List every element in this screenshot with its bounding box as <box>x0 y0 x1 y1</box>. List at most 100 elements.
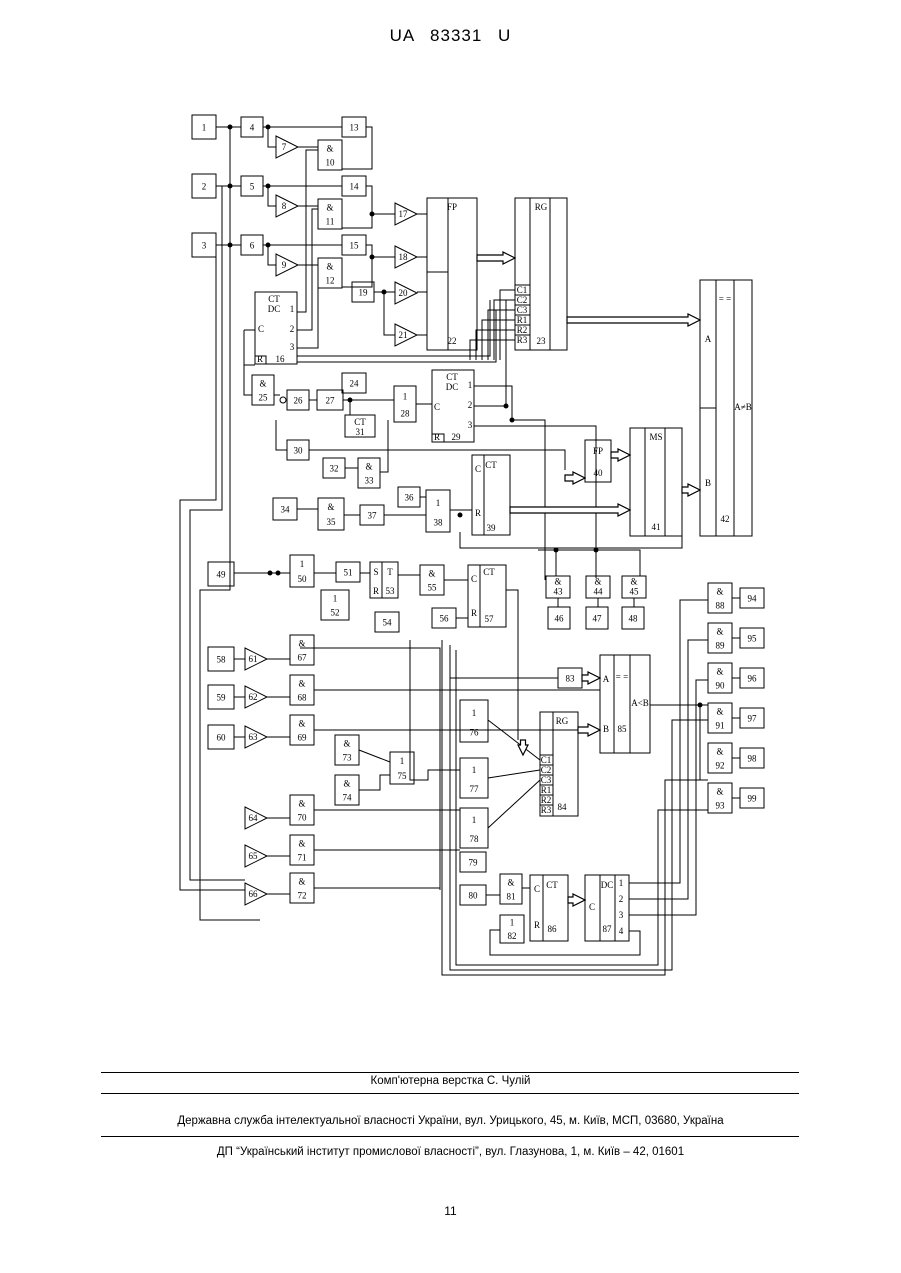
label-b36: 36 <box>405 493 415 503</box>
wire <box>488 770 540 778</box>
label-b54: 54 <box>383 618 393 628</box>
wire <box>190 186 245 880</box>
label-cmp42_a: A <box>705 334 712 344</box>
label-b95: 95 <box>748 634 758 644</box>
label-a90_op: & <box>716 666 723 676</box>
label-rg84_r1: R1 <box>541 785 552 795</box>
wire <box>629 680 708 915</box>
wire <box>488 780 540 828</box>
junction-dot <box>554 548 558 552</box>
label-b34: 34 <box>281 505 291 515</box>
label-a72: 72 <box>298 891 307 901</box>
label-a55_op: & <box>428 568 435 578</box>
junction-dot <box>370 255 374 259</box>
label-b46: 46 <box>555 614 565 624</box>
label-g61: 61 <box>249 654 258 664</box>
label-a43: 43 <box>554 587 564 597</box>
label-a45_op: & <box>630 576 637 586</box>
label-a35: 35 <box>327 517 337 527</box>
label-rg23_r1: R1 <box>517 315 528 325</box>
label-ct16_o1: 1 <box>290 304 295 314</box>
label-ct57_c: C <box>471 574 477 584</box>
buffer-g8 <box>276 195 298 217</box>
label-ms41_t: MS <box>649 432 662 442</box>
label-b2: 2 <box>202 182 207 192</box>
label-b37: 37 <box>368 511 378 521</box>
label-a72_op: & <box>298 876 305 886</box>
junction-dot <box>228 184 232 188</box>
buffer-g7 <box>276 136 298 158</box>
wire <box>359 775 390 790</box>
label-or76_op: 1 <box>472 708 477 718</box>
label-a33: 33 <box>365 476 375 486</box>
label-a69_op: & <box>298 718 305 728</box>
label-rg23_r2: R2 <box>517 325 528 335</box>
wire <box>268 186 276 206</box>
label-rg23_c2: C2 <box>517 295 528 305</box>
wire <box>297 268 318 348</box>
page-number: 11 <box>0 1204 901 1218</box>
wire <box>297 300 490 356</box>
label-a71_op: & <box>298 838 305 848</box>
wire <box>244 330 252 395</box>
label-ms41: 41 <box>652 522 661 532</box>
junction-dot <box>266 184 270 188</box>
wire <box>488 720 540 760</box>
label-b98: 98 <box>748 754 758 764</box>
label-ct39_c: C <box>475 464 481 474</box>
label-g20: 20 <box>399 288 409 298</box>
label-a90: 90 <box>716 681 726 691</box>
label-b99: 99 <box>748 794 758 804</box>
wire <box>342 127 372 169</box>
label-ct57_r: R <box>471 608 477 618</box>
bus-rg84-cmp85 <box>578 724 600 736</box>
label-cmp42_out: A≠B <box>734 402 751 412</box>
label-cmp85: 85 <box>618 724 628 734</box>
junction-dot <box>228 243 232 247</box>
label-b97: 97 <box>748 714 758 724</box>
label-a69: 69 <box>298 733 308 743</box>
bus-ct57-rg84 <box>518 740 528 755</box>
junction-dot <box>698 703 702 707</box>
label-b13: 13 <box>350 123 360 133</box>
label-a55: 55 <box>428 583 438 593</box>
label-g8: 8 <box>282 201 287 211</box>
label-rg84: 84 <box>558 802 568 812</box>
label-a91: 91 <box>716 721 725 731</box>
label-t53_t: T <box>387 567 393 577</box>
label-b80: 80 <box>469 891 479 901</box>
label-b51: 51 <box>344 568 353 578</box>
label-a89: 89 <box>716 641 726 651</box>
label-ct29_o2: 2 <box>468 400 473 410</box>
label-g62: 62 <box>249 692 258 702</box>
label-b49: 49 <box>217 570 227 580</box>
label-rg84_c3: C3 <box>541 775 552 785</box>
wire <box>538 550 640 576</box>
label-b83: 83 <box>566 674 576 684</box>
label-b96: 96 <box>748 674 758 684</box>
layout-credit: Комп'ютерна верстка С. Чулій <box>0 1075 901 1087</box>
label-or38_op: 1 <box>436 498 441 508</box>
label-b58: 58 <box>217 655 227 665</box>
label-ct16_t2: DC <box>268 304 281 314</box>
label-cmp85_b: B <box>603 724 609 734</box>
label-a71: 71 <box>298 853 307 863</box>
label-ct16: 16 <box>276 354 286 364</box>
label-or82: 82 <box>508 931 517 941</box>
bus-to-fp40 <box>565 472 585 484</box>
label-g17: 17 <box>399 209 409 219</box>
label-ct57_t: CT <box>483 567 495 577</box>
label-a81: 81 <box>507 892 516 902</box>
wire <box>410 640 460 780</box>
label-g7: 7 <box>282 142 287 152</box>
label-ct39_t: CT <box>485 460 497 470</box>
junction-dot <box>370 212 374 216</box>
label-cmp85_a: A <box>603 674 610 684</box>
label-rg84_t: RG <box>556 716 569 726</box>
label-a44_op: & <box>594 576 601 586</box>
wire <box>342 186 372 228</box>
junction-dot <box>266 243 270 247</box>
wire <box>300 648 440 890</box>
label-b79: 79 <box>469 858 479 868</box>
label-a67_op: & <box>298 638 305 648</box>
